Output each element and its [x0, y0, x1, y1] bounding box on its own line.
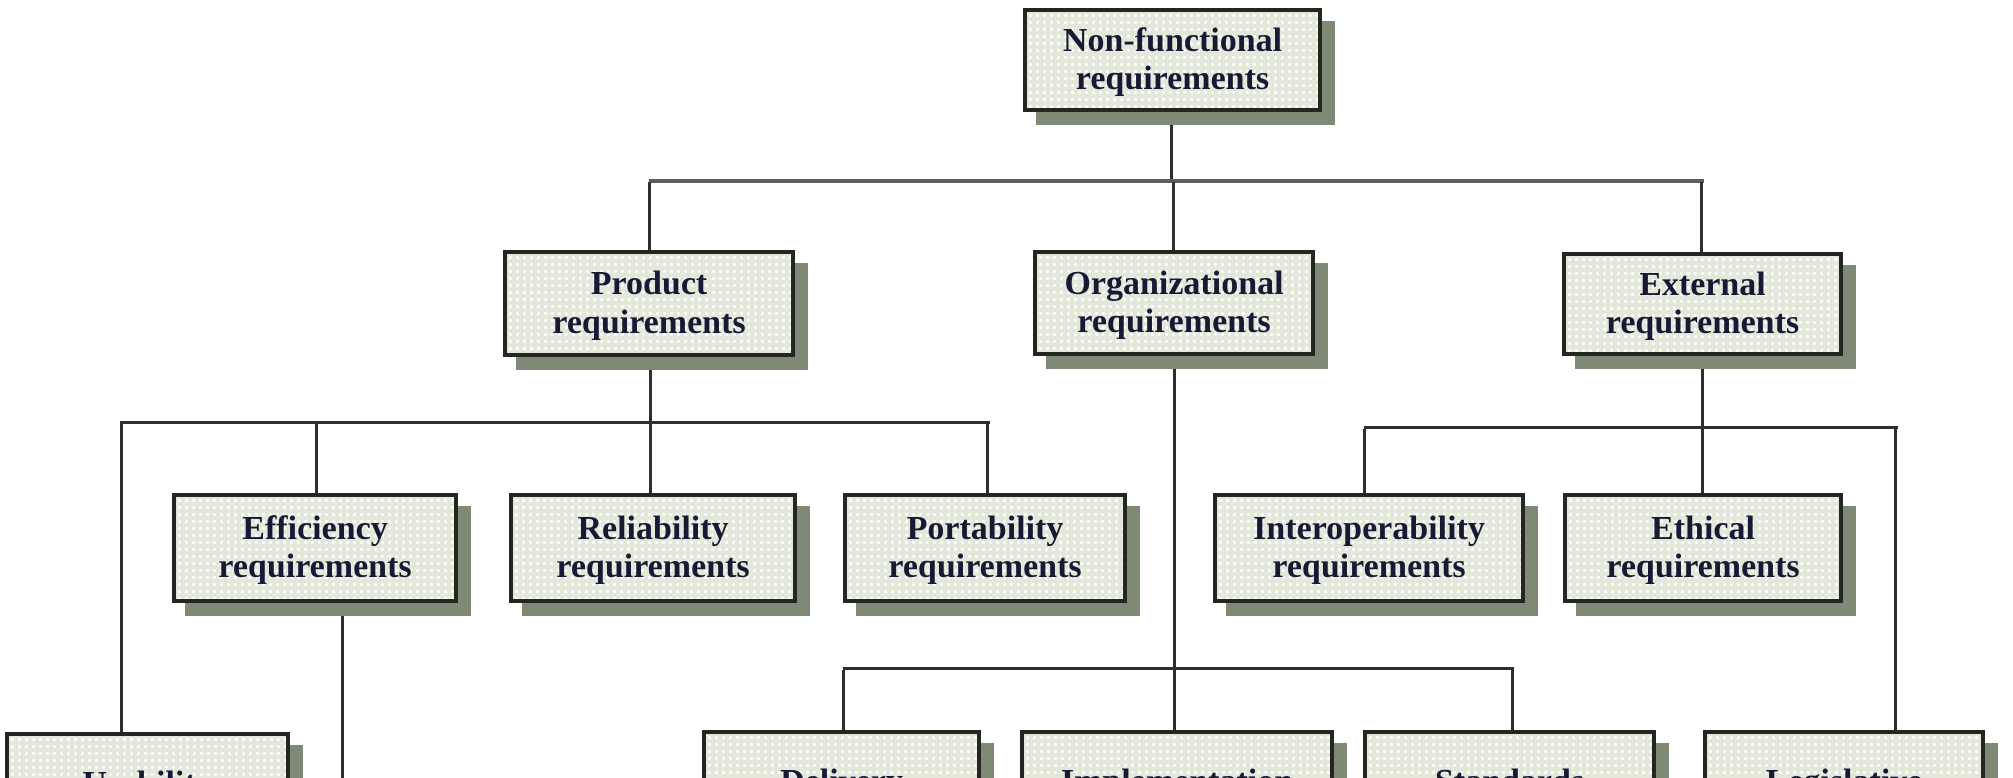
connector-drop-standards: [1511, 670, 1514, 730]
node-ethical-requirements: Ethical requirements: [1563, 493, 1843, 603]
connector-drop-organizational: [1172, 182, 1175, 250]
connector-drop-efficiency: [315, 424, 318, 493]
node-delivery: Delivery: [702, 730, 981, 778]
node-legislative: Legislative: [1703, 730, 1985, 778]
connector-external-down: [1701, 356, 1704, 493]
connector-drop-interoperability: [1363, 429, 1366, 493]
node-portability-requirements: Portability requirements: [843, 493, 1127, 603]
connector-drop-external: [1700, 182, 1703, 252]
node-usability: Usability: [5, 732, 290, 778]
connector-drop-product: [648, 182, 651, 250]
connector-product-down: [649, 357, 652, 493]
node-external-requirements: External requirements: [1562, 252, 1843, 356]
node-interoperability-requirements: Interoperability requirements: [1213, 493, 1525, 603]
connector-drop-delivery: [842, 670, 845, 730]
node-implementation: Implementation: [1020, 730, 1334, 778]
connector-level1-horizontal: [649, 179, 1704, 183]
node-standards: Standards: [1363, 730, 1656, 778]
connector-drop-legislative: [1894, 429, 1897, 732]
connector-efficiency-child: [341, 601, 344, 778]
connector-root-down: [1170, 112, 1173, 182]
connector-organizational-horizontal: [843, 667, 1514, 670]
connector-product-horizontal: [120, 421, 990, 424]
connector-external-horizontal: [1364, 426, 1898, 429]
connector-drop-usability: [120, 424, 123, 732]
connector-organizational-down: [1173, 356, 1176, 730]
connector-drop-portability: [986, 424, 989, 493]
node-non-functional-requirements: Non-functional requirements: [1023, 8, 1322, 112]
node-product-requirements: Product requirements: [503, 250, 795, 357]
node-organizational-requirements: Organizational requirements: [1033, 250, 1315, 356]
node-reliability-requirements: Reliability requirements: [509, 493, 797, 603]
node-efficiency-requirements: Efficiency requirements: [172, 493, 458, 603]
